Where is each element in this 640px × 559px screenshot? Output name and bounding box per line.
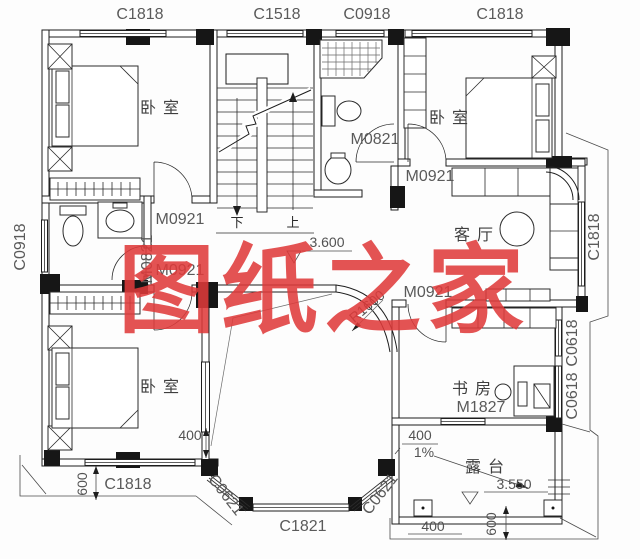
dimension-marks xyxy=(93,250,548,540)
room-label-terrace: 露台 xyxy=(465,458,511,476)
door-label-bathroom-top: M0821 xyxy=(351,131,400,148)
dim-label-terrace-bottom-400: 400 xyxy=(421,518,445,534)
window-label-study-east-upper: C0618 xyxy=(564,319,581,366)
window-label-living-east: C1818 xyxy=(586,213,603,260)
tv-cabinet-icon xyxy=(485,288,551,302)
eaves-contours xyxy=(19,132,609,540)
door-label-study: M0921 xyxy=(404,284,453,301)
window-label-top-bedroom-tl: C1818 xyxy=(116,6,163,23)
dim-label-terrace-top-400: 400 xyxy=(408,427,432,443)
room-label-bedroom-tr: 卧室 xyxy=(429,109,475,127)
stair-label-down: 下 xyxy=(230,215,243,230)
stair-label-up: 上 xyxy=(286,215,299,230)
window-label-bay-left: C0621 xyxy=(204,471,246,519)
door-label-bedroom-bl: M0921 xyxy=(156,262,205,279)
dim-label-left-600: 600 xyxy=(74,472,90,496)
dim-label-slope: 1% xyxy=(414,444,434,460)
window-label-study-east-lower: C0618 xyxy=(564,372,581,419)
closet-x-icons-tl xyxy=(47,43,73,172)
room-label-study: 书房 xyxy=(452,380,498,398)
room-label-bedroom-tl: 卧室 xyxy=(140,99,186,117)
window-label-top-bedroom-tr: C1818 xyxy=(476,6,523,23)
room-label-living: 客厅 xyxy=(454,226,500,244)
watermark-text: 图纸之家 xyxy=(118,236,530,345)
door-label-study-size: M1827 xyxy=(457,399,506,416)
dim-label-terrace-600: 600 xyxy=(483,512,499,536)
bed-bedroom-tl xyxy=(51,65,139,147)
door-label-bathroom-left: M0821 xyxy=(139,234,156,283)
door-arcs[interactable] xyxy=(111,123,447,343)
window-label-top-bathroom: C0918 xyxy=(343,6,390,23)
stairs[interactable] xyxy=(216,53,314,234)
window-symbols xyxy=(41,30,585,512)
monitor-icon xyxy=(517,381,528,407)
void-outline xyxy=(210,293,384,447)
door-label-bedroom-tr: M0921 xyxy=(406,168,455,185)
bedroom-tr-furniture xyxy=(403,37,557,159)
door-label-bedroom-tl: M0921 xyxy=(156,211,205,228)
room-label-bedroom-bl: 卧室 xyxy=(140,378,186,396)
study-furniture xyxy=(451,307,557,417)
window-label-left-bathroom: C0918 xyxy=(12,223,29,270)
dim-label-bay-400: 400 xyxy=(178,427,202,443)
window-label-bedroom-bl-south: C1818 xyxy=(104,476,151,493)
living-room-furniture xyxy=(451,165,580,302)
wardrobe-tl xyxy=(49,177,141,201)
level-label-terrace: 3.550 xyxy=(496,476,531,492)
chair-icon xyxy=(494,383,512,401)
bathroom-top-fixtures xyxy=(319,39,383,185)
window-label-bay-front: C1821 xyxy=(279,518,326,535)
railing-ticks-icon xyxy=(548,479,570,495)
level-label-floor: 3.600 xyxy=(309,234,344,250)
terrace-fixtures xyxy=(413,479,570,517)
coffee-table-icon xyxy=(499,211,535,247)
window-label-top-stair: C1518 xyxy=(253,6,300,23)
bedroom-bl-furniture xyxy=(47,291,210,451)
bathroom-left-fixtures xyxy=(59,201,143,247)
